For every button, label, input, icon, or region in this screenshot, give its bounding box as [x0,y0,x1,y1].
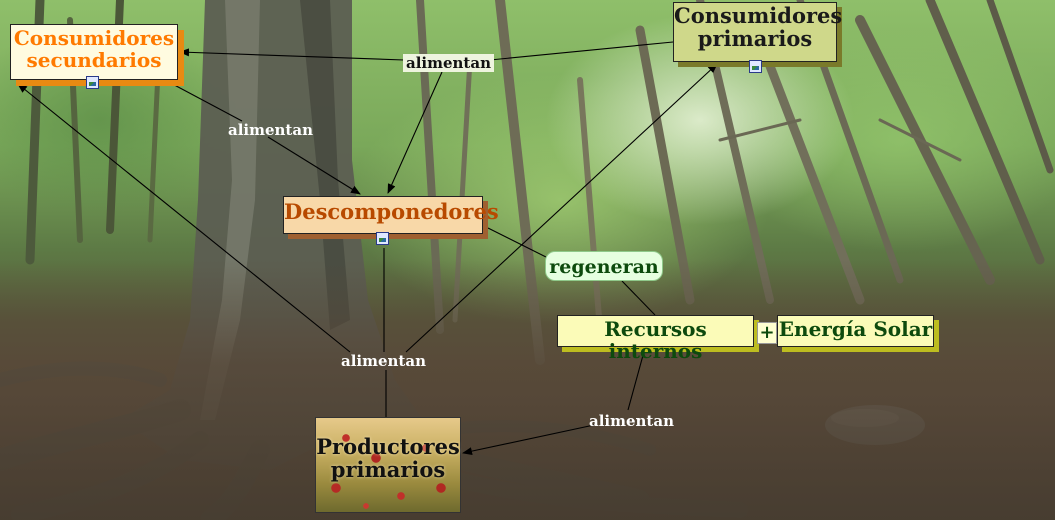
edge-cs-to-label-left [164,79,243,122]
image-attachment-icon[interactable] [86,76,99,89]
relation-regeneran[interactable]: regeneran [545,251,663,281]
node-consumidores-primarios-label: Consumidores primarios [674,3,843,51]
node-consumidores-secundarios-label: Consumidores secundarios [13,26,175,72]
node-descomponedores-label: Descomponedores [284,199,499,224]
node-energia-solar[interactable]: Energía Solar [777,315,934,347]
image-attachment-icon[interactable] [376,232,389,245]
forest-floor [0,260,1055,520]
relation-alimentan-top[interactable]: alimentan [403,54,494,72]
node-consumidores-secundarios[interactable]: Consumidores secundarios [10,24,178,80]
edge-label-right-to-pp [462,424,595,456]
node-consumidores-primarios[interactable]: Consumidores primarios [673,2,843,62]
relation-alimentan-right[interactable]: alimentan [589,412,674,430]
edge-ri-to-label-right [627,347,646,411]
node-energia-solar-label: Energía Solar [778,317,933,341]
node-recursos-internos[interactable]: Recursos internos [557,315,754,361]
relation-alimentan-bottom[interactable]: alimentan [341,352,426,370]
node-productores-primarios[interactable]: Productores primarios [315,417,461,513]
node-recursos-internos-label: Recursos internos [604,317,707,363]
relation-alimentan-left[interactable]: alimentan [228,121,313,139]
image-attachment-icon[interactable] [749,60,762,73]
node-descomponedores[interactable]: Descomponedores [283,196,499,234]
edge-label-top-to-de [387,71,443,194]
edge-de-to-regeneran [487,227,549,259]
edge-label-bottom-to-cp [405,63,718,353]
edge-label-bottom-to-cs [17,83,351,353]
node-productores-primarios-label: Productores primarios [316,434,460,482]
edge-label-left-to-de [267,136,361,195]
edge-regeneran-to-ri [621,280,656,316]
plus-connector: + [757,322,777,344]
edge-label-top-to-cs [179,48,405,61]
edge-cp-to-label-top [489,41,674,61]
